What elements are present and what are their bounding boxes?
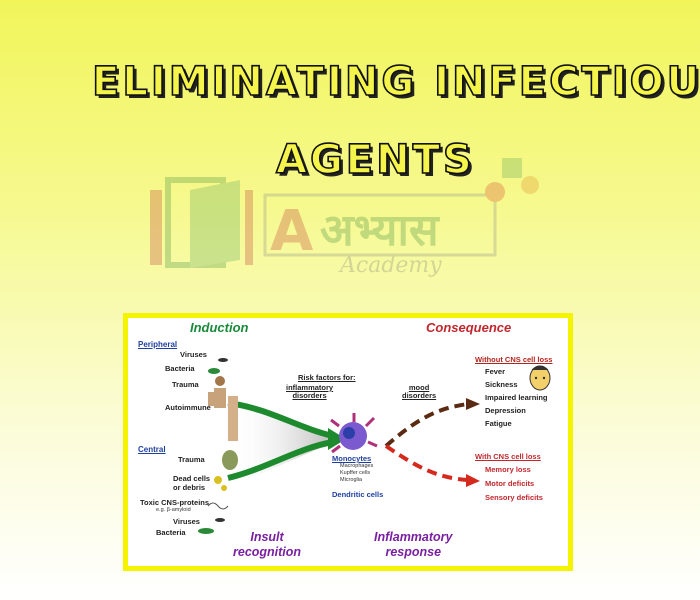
inflammatory-disorders-label: inflammatory disorders <box>286 383 334 400</box>
kupffer-cells-label: Kupffer cells <box>340 470 371 476</box>
peripheral-viruses: Viruses <box>180 350 207 359</box>
mood-disorders-label: mood disorders <box>402 383 437 400</box>
peripheral-bacteria: Bacteria <box>165 364 195 373</box>
watermark-tm: TM <box>527 150 541 153</box>
autoimmune-figure-icon <box>228 396 238 441</box>
convergence-shade <box>228 398 343 488</box>
svg-text:A: A <box>270 199 314 264</box>
dead-cell-icon <box>214 476 222 484</box>
central-bacteria-icon <box>198 528 214 534</box>
central-toxic-proteins: Toxic CNS-proteins <box>140 498 210 507</box>
brown-dashed-arrow <box>384 402 469 448</box>
inflammatory-response-label: Inflammatory response <box>374 530 453 559</box>
diagram-panel: Induction Consequence Peripheral Viruses… <box>128 318 568 566</box>
green-arrow-upper <box>227 400 334 439</box>
symptom-motor-deficits: Motor deficits <box>485 479 535 488</box>
face-icon <box>529 365 551 391</box>
symptom-fatigue: Fatigue <box>485 419 512 428</box>
page-title-line2: AGENTS <box>275 137 475 183</box>
insult-recognition-label: Insult recognition <box>233 530 302 559</box>
debris-icon <box>221 485 227 491</box>
peripheral-label: Peripheral <box>138 340 178 349</box>
without-cns-loss-heading: Without CNS cell loss <box>475 355 553 364</box>
symptom-fever: Fever <box>485 367 506 376</box>
trauma-figure-icon <box>208 376 226 408</box>
risk-factors-title: Risk factors for: <box>298 373 356 382</box>
symptom-sensory-deficits: Sensory deficits <box>485 493 543 502</box>
diagram-graphics <box>198 358 551 534</box>
symptom-impaired-learning: Impaired learning <box>485 393 548 402</box>
red-arrowhead <box>466 474 480 487</box>
microglia-label: Microglia <box>340 477 363 483</box>
macrophages-label: Macrophages <box>340 463 374 469</box>
academy-watermark-logo: A अभ्यास Academy TM <box>150 150 541 278</box>
sad-figure-icon <box>222 450 238 470</box>
central-label: Central <box>138 445 166 454</box>
virus-icon <box>218 358 228 362</box>
central-beta-amyloid: e.g. β-amyloid <box>156 507 191 513</box>
dendritic-cells-label: Dendritic cells <box>332 490 384 499</box>
diagram-frame: Induction Consequence Peripheral Viruses… <box>123 313 573 571</box>
central-bacteria: Bacteria <box>156 528 186 537</box>
consequence-heading: Consequence <box>426 320 512 335</box>
watermark-sub-text: Academy <box>338 253 442 278</box>
bacteria-icon <box>208 368 220 374</box>
green-arrow-lower <box>227 439 334 481</box>
page-title-line1: ELIMINATING INFECTIOUS <box>91 59 700 105</box>
symptom-depression: Depression <box>485 406 526 415</box>
induction-heading: Induction <box>190 320 249 335</box>
symptom-memory-loss: Memory loss <box>485 465 531 474</box>
central-virus-icon <box>215 518 225 522</box>
green-arrowhead <box>328 428 346 450</box>
central-viruses: Viruses <box>173 517 200 526</box>
peripheral-autoimmune: Autoimmune <box>165 403 211 412</box>
protein-icon <box>207 502 229 510</box>
peripheral-trauma: Trauma <box>172 380 199 389</box>
central-dead-cells: Dead cells <box>173 474 211 483</box>
central-trauma: Trauma <box>178 455 205 464</box>
monocytes-label: Monocytes <box>332 454 372 463</box>
monocyte-cell-illustration <box>330 413 378 454</box>
brown-arrowhead <box>466 398 480 410</box>
central-or-debris: or debris <box>173 483 206 492</box>
red-dashed-arrow <box>384 444 469 482</box>
with-cns-loss-heading: With CNS cell loss <box>475 452 541 461</box>
watermark-brand-text: अभ्यास <box>320 205 441 256</box>
symptom-sickness: Sickness <box>485 380 518 389</box>
